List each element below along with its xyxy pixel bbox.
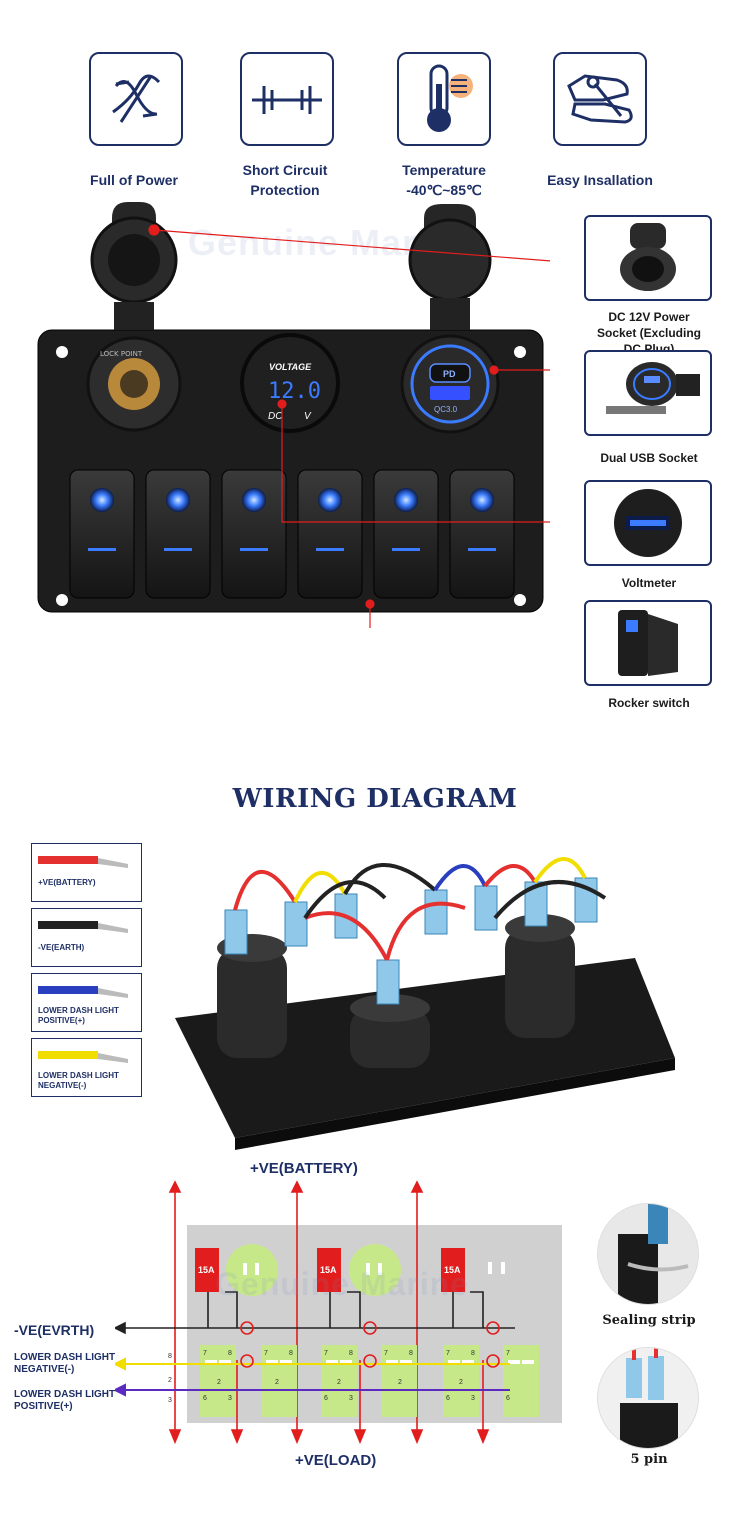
thermometer-icon [427, 64, 473, 132]
wire-legend-negative: LOWER DASH LIGHT NEGATIVE(-) [31, 1038, 142, 1097]
wiring-schematic: 15A 15A 15A 7 8 2 6 3 7 8 2 7 8 2 6 3 [115, 1180, 562, 1445]
pin-number: 3 [228, 1395, 232, 1402]
voltmeter-title: VOLTAGE [269, 362, 312, 372]
wire-legend-label: +VE(BATTERY) [38, 878, 96, 887]
five-pin-icon [598, 1348, 698, 1448]
voltmeter-reading: 12.0 [268, 379, 321, 404]
power-icon [112, 74, 161, 123]
component-label: Voltmeter [621, 576, 677, 590]
usb-socket-thumbnail [584, 350, 712, 436]
rocker-switch-row [69, 469, 515, 599]
voltmeter-icon [614, 489, 682, 557]
wire-legend-battery: +VE(BATTERY) [31, 843, 142, 902]
voltmeter-dc: DC [268, 411, 283, 422]
short-circuit-icon [252, 86, 322, 114]
short-circuit-feature-card [240, 52, 334, 146]
wire-legend-positive: LOWER DASH LIGHT POSITIVE(+) [31, 973, 142, 1032]
wire-legend-label: LOWER DASH LIGHT NEGATIVE(-) [38, 1071, 119, 1090]
pin-number: 6 [506, 1395, 510, 1402]
temperature-feature-card [397, 52, 491, 146]
installation-feature-card [553, 52, 647, 146]
pin-number: 2 [459, 1379, 463, 1386]
fuse-label: 15A [198, 1265, 215, 1275]
voltmeter-thumbnail [584, 480, 712, 566]
pin-number: 3 [349, 1395, 353, 1402]
black-wire-icon [38, 921, 128, 933]
pin-number: 6 [324, 1395, 328, 1402]
usb-pd-text: PD [443, 369, 456, 379]
feature-label: Short Circuit Protection [210, 160, 360, 200]
detail-label: 5 pin [630, 1452, 668, 1467]
detail-label: Sealing strip [602, 1313, 696, 1328]
watermark: Genuine Marine [215, 1266, 470, 1302]
pin-number: 8 [349, 1350, 353, 1357]
pin-number: 8 [289, 1350, 293, 1357]
blue-wire-icon [38, 986, 128, 998]
fuse-label: 15A [444, 1265, 461, 1275]
pin-number: 6 [446, 1395, 450, 1402]
five-pin-photo [597, 1347, 699, 1449]
pin-number: 2 [337, 1379, 341, 1386]
feature-label: Temperature -40℃~85℃ [369, 160, 519, 200]
pin-number: 2 [398, 1379, 402, 1386]
red-wire-icon [38, 856, 128, 868]
feature-label-text: Short Circuit Protection [242, 162, 328, 198]
earth-label: -VE(EVRTH) [14, 1322, 95, 1338]
feature-label: Easy Insallation [547, 172, 653, 188]
wire-legend-earth: -VE(EARTH) [31, 908, 142, 967]
power-socket-thumbnail [584, 215, 712, 301]
usb-socket-icon [606, 362, 700, 414]
wrench-hand-icon [567, 74, 633, 124]
rocker-switch-thumbnail [584, 600, 712, 686]
wire-legend-label: LOWER DASH LIGHT POSITIVE(+) [38, 1006, 119, 1025]
pin-number: 2 [275, 1379, 279, 1386]
pin-number: 7 [506, 1350, 510, 1357]
pin-number: 2 [217, 1379, 221, 1386]
pin-number: 3 [471, 1395, 475, 1402]
yellow-wire-icon [38, 1051, 128, 1063]
wired-panel-photo [175, 857, 675, 1150]
switch-panel-illustration: LOCK POINT VOLTAGE 12.0 DC V PD QC3.0 [37, 202, 550, 628]
positive-label: LOWER DASH LIGHT POSITIVE(+) [14, 1389, 116, 1412]
component-label: Rocker switch [608, 696, 690, 710]
pin-number: 7 [203, 1350, 207, 1357]
voltmeter-v: V [304, 411, 312, 422]
lock-point-text: LOCK POINT [100, 350, 143, 358]
sealing-strip-icon [598, 1204, 698, 1304]
pin-number: 8 [409, 1350, 413, 1357]
feature-label: Full of Power [90, 172, 178, 188]
pin-number: 7 [324, 1350, 328, 1357]
feature-label-text: Temperature -40℃~85℃ [402, 162, 486, 198]
sealing-strip-photo [597, 1203, 699, 1305]
pin-number: 8 [168, 1353, 172, 1360]
pin-number: 7 [264, 1350, 268, 1357]
component-label: Dual USB Socket [600, 451, 698, 465]
power-feature-card [89, 52, 183, 146]
battery-label: +VE(BATTERY) [250, 1160, 358, 1177]
pin-number: 2 [168, 1377, 172, 1384]
pin-number: 8 [471, 1350, 475, 1357]
rocker-switch-icon [618, 610, 678, 676]
pin-number: 7 [384, 1350, 388, 1357]
pin-number: 8 [228, 1350, 232, 1357]
power-socket-icon [620, 223, 676, 291]
pin-number: 6 [203, 1395, 207, 1402]
usb-qc-text: QC3.0 [434, 405, 458, 414]
wire-legend-label: -VE(EARTH) [38, 943, 85, 952]
pin-number: 3 [168, 1397, 172, 1404]
fuse-label: 15A [320, 1265, 337, 1275]
wiring-diagram-title: WIRING DIAGRAM [232, 784, 518, 814]
negative-label: LOWER DASH LIGHT NEGATIVE(-) [14, 1352, 116, 1375]
pin-number: 7 [446, 1350, 450, 1357]
load-label: +VE(LOAD) [295, 1452, 377, 1469]
